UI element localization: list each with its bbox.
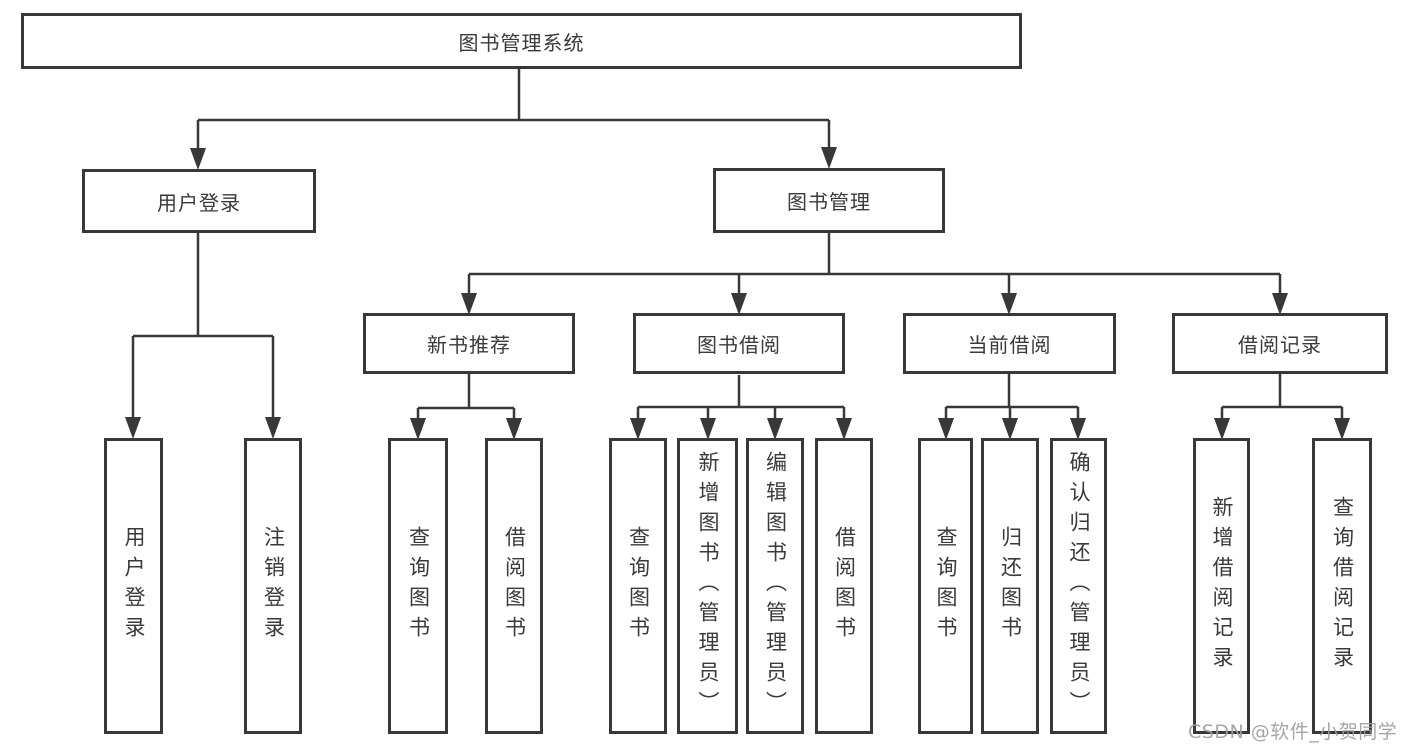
connector-new-book-to-leaves [410, 374, 522, 440]
leaf-query-books-borrow: 查询图书 [609, 438, 667, 734]
node-book-management: 图书管理 [713, 168, 945, 233]
leaf-add-book-admin-label: 新增图书（管理员） [696, 451, 720, 721]
leaf-confirm-return-admin: 确认归还（管理员） [1050, 438, 1107, 734]
leaf-confirm-return-admin-label: 确认归还（管理员） [1067, 451, 1091, 721]
node-book-borrowing-label: 图书借阅 [697, 333, 781, 357]
node-borrowing-records-label: 借阅记录 [1238, 333, 1322, 357]
node-new-book-recommendation-label: 新书推荐 [427, 333, 511, 357]
arrow-down-icon [1002, 418, 1018, 440]
arrow-down-icon [1272, 293, 1288, 315]
arrow-down-icon [1070, 418, 1086, 440]
arrow-down-icon [461, 293, 477, 315]
arrow-down-icon [1214, 418, 1230, 440]
leaf-user-login-label: 用户登录 [122, 526, 146, 646]
leaf-borrow-books-recommend-label: 借阅图书 [502, 526, 527, 646]
arrow-down-icon [265, 417, 281, 439]
leaf-return-books: 归还图书 [981, 438, 1039, 734]
connector-book-management-to-level3 [461, 233, 1288, 315]
node-current-borrowing-label: 当前借阅 [967, 333, 1052, 357]
leaf-query-books-recommend: 查询图书 [388, 438, 448, 734]
leaf-return-books-label: 归还图书 [998, 526, 1023, 646]
leaf-query-books-current-label: 查询图书 [934, 526, 958, 646]
node-library-system-label: 图书管理系统 [458, 30, 585, 55]
leaf-add-borrow-record-label: 新增借阅记录 [1210, 496, 1234, 676]
arrow-down-icon [767, 418, 783, 440]
node-book-borrowing: 图书借阅 [633, 313, 845, 374]
arrow-down-icon [700, 418, 716, 440]
connector-root-to-level2 [190, 69, 837, 170]
node-book-management-label: 图书管理 [787, 190, 871, 214]
leaf-user-login: 用户登录 [104, 438, 163, 734]
arrow-down-icon [190, 148, 206, 170]
arrow-down-icon [410, 418, 426, 440]
arrow-down-icon [731, 293, 747, 315]
leaf-query-books-borrow-label: 查询图书 [626, 526, 651, 646]
arrow-down-icon [1334, 418, 1350, 440]
leaf-borrow-books-recommend: 借阅图书 [485, 438, 543, 734]
connector-borrow-record-to-leaves [1214, 374, 1350, 440]
arrow-down-icon [630, 418, 646, 440]
leaf-add-book-admin: 新增图书（管理员） [677, 438, 738, 734]
leaf-logout-label: 注销登录 [261, 526, 286, 646]
node-user-login: 用户登录 [82, 169, 316, 233]
leaf-query-borrow-record: 查询借阅记录 [1312, 438, 1372, 734]
arrow-down-icon [836, 418, 852, 440]
node-borrowing-records: 借阅记录 [1172, 313, 1388, 374]
arrow-down-icon [1001, 293, 1017, 315]
connector-current-borrow-to-leaves [938, 374, 1086, 440]
node-new-book-recommendation: 新书推荐 [363, 313, 575, 374]
leaf-query-books-recommend-label: 查询图书 [406, 526, 431, 646]
node-current-borrowing: 当前借阅 [903, 313, 1116, 374]
leaf-borrow-books: 借阅图书 [815, 438, 873, 734]
leaf-query-books-current: 查询图书 [918, 438, 973, 734]
connector-user-login-to-leaves [125, 233, 281, 439]
arrow-down-icon [938, 418, 954, 440]
connector-book-borrow-to-leaves [630, 375, 852, 440]
leaf-add-borrow-record: 新增借阅记录 [1193, 438, 1250, 734]
node-library-system: 图书管理系统 [21, 13, 1022, 69]
leaf-borrow-books-label: 借阅图书 [832, 526, 857, 646]
arrow-down-icon [506, 418, 522, 440]
node-user-login-label: 用户登录 [157, 190, 241, 215]
leaf-query-borrow-record-label: 查询借阅记录 [1330, 496, 1355, 676]
arrow-down-icon [821, 147, 837, 169]
watermark: CSDN @软件_小贺同学 [1188, 721, 1398, 743]
leaf-edit-book-admin-label: 编辑图书（管理员） [763, 451, 788, 721]
leaf-logout: 注销登录 [244, 438, 302, 734]
leaf-edit-book-admin: 编辑图书（管理员） [746, 438, 804, 734]
arrow-down-icon [125, 417, 141, 439]
